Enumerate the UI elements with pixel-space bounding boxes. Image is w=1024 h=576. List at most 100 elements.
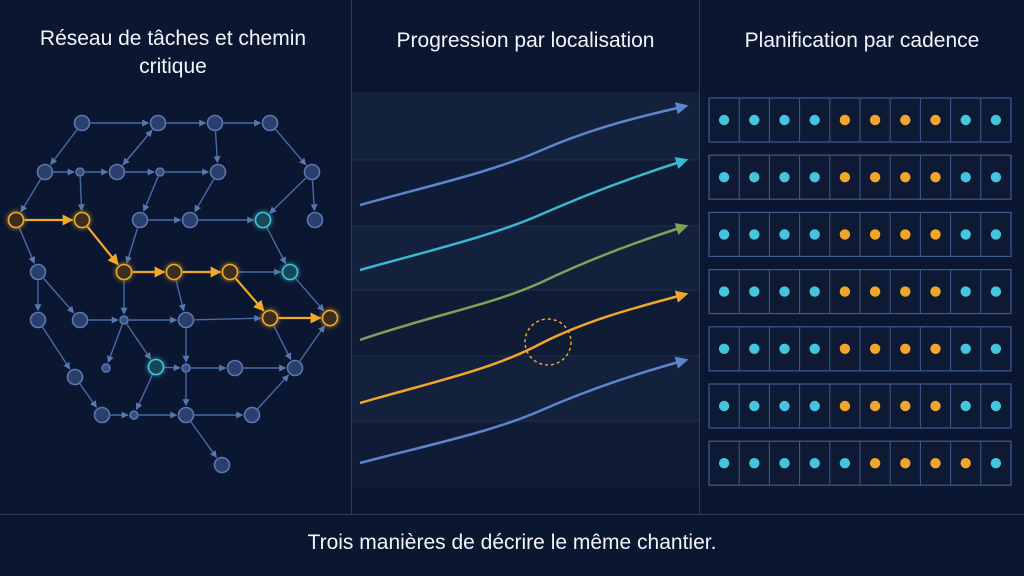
network-node-small (101, 363, 111, 373)
cadence-dot-blue (749, 286, 760, 297)
panel-divider-2 (699, 0, 700, 514)
cadence-dot-orange (900, 229, 911, 240)
cadence-dot-orange (900, 343, 911, 354)
network-edge (77, 176, 85, 212)
cadence-dot-blue (779, 343, 790, 354)
highlight-node (254, 211, 272, 229)
network-edge (175, 280, 186, 312)
cadence-dot-orange (930, 286, 941, 297)
cadence-dot-blue (718, 229, 730, 240)
progress-line-4 (359, 290, 689, 405)
location-band (352, 160, 699, 226)
cadence-dot-orange (869, 114, 881, 126)
network-node-small (181, 363, 191, 373)
network-node (149, 114, 167, 132)
network-node (181, 211, 199, 229)
network-edge (135, 374, 154, 411)
cadence-dot-blue (779, 114, 790, 126)
network-edge (213, 131, 221, 164)
critical-path-node (165, 263, 183, 281)
network-edge (190, 421, 218, 458)
caption-divider (0, 514, 1024, 515)
network-edge (275, 128, 307, 166)
network-nodes (7, 114, 339, 474)
network-node (73, 114, 91, 132)
cadence-dot-blue (809, 229, 820, 240)
cadence-dot-blue (779, 458, 790, 469)
progress-line-5 (359, 356, 689, 465)
cadence-dot-blue (809, 400, 820, 412)
cadence-dot-orange (839, 343, 851, 354)
cadence-dot-blue (990, 114, 1002, 126)
network-edge (50, 129, 78, 165)
cadence-dot-blue (749, 343, 760, 354)
network-edge (142, 176, 159, 212)
network-node (66, 368, 84, 386)
critical-path-node (73, 211, 91, 229)
cadence-dot-blue (960, 286, 971, 297)
network-node-small (129, 410, 139, 420)
network-edge (79, 383, 98, 408)
cadence-dot-blue (779, 286, 790, 297)
cadence-dot-blue (749, 458, 760, 469)
cadence-dot-orange (869, 172, 881, 183)
location-band (352, 226, 699, 290)
critical-path-node (221, 263, 239, 281)
network-node-small (155, 167, 165, 177)
network-edge (194, 178, 215, 213)
network-panel-title: Réseau de tâches et chemin critique (39, 27, 307, 78)
location-chart (352, 92, 699, 487)
cadence-dot-blue (718, 458, 730, 469)
cadence-dot-blue (990, 343, 1002, 354)
cadence-dot-orange (930, 458, 941, 469)
cadence-dot-orange (930, 172, 941, 183)
network-node (108, 163, 126, 181)
network-node (29, 311, 47, 329)
cadence-dot-blue (990, 229, 1002, 240)
cadence-dot-blue (718, 400, 730, 412)
conflict-marker (524, 318, 572, 366)
network-edge (121, 129, 153, 166)
network-node (286, 359, 304, 377)
network-edge (42, 326, 71, 370)
progress-line-1 (359, 102, 689, 207)
cadence-dot-blue (809, 286, 820, 297)
cadence-dot-orange (930, 114, 941, 126)
network-edge (164, 364, 181, 372)
network-edge (295, 277, 325, 312)
highlight-node (281, 263, 299, 281)
cadence-dot-orange (869, 286, 881, 297)
cadence-dot-blue (960, 172, 971, 183)
cadence-dot-orange (869, 343, 881, 354)
location-band (352, 421, 699, 487)
panel-divider-1 (351, 0, 352, 514)
cadence-dot-blue (749, 114, 760, 126)
network-node (177, 406, 195, 424)
network-edge (310, 180, 318, 212)
cadence-dot-orange (839, 172, 851, 183)
cadence-dot-orange (839, 114, 851, 126)
progress-line-3 (359, 223, 689, 342)
cadence-dot-orange (839, 400, 851, 412)
progress-line-2 (359, 157, 689, 272)
network-edge (43, 277, 75, 314)
network-node (29, 263, 47, 281)
cadence-dot-blue (718, 343, 730, 354)
critical-path-edge (234, 277, 265, 312)
network-node (93, 406, 111, 424)
location-band (352, 92, 699, 160)
cadence-panel-title: Planification par cadence (744, 29, 980, 52)
cadence-dot-orange (930, 229, 941, 240)
cadence-dot-orange (869, 229, 881, 240)
cadence-dot-orange (930, 400, 941, 412)
cadence-dot-blue (779, 400, 790, 412)
network-edge (299, 325, 326, 362)
cadence-dot-blue (839, 458, 851, 469)
network-node (206, 114, 224, 132)
cadence-dot-orange (900, 286, 911, 297)
network-node (303, 163, 321, 181)
network-edge (126, 323, 152, 360)
cadence-dot-blue (749, 400, 760, 412)
network-panel: Réseau de tâches et chemin critique (0, 0, 351, 514)
network-edge (20, 178, 42, 213)
